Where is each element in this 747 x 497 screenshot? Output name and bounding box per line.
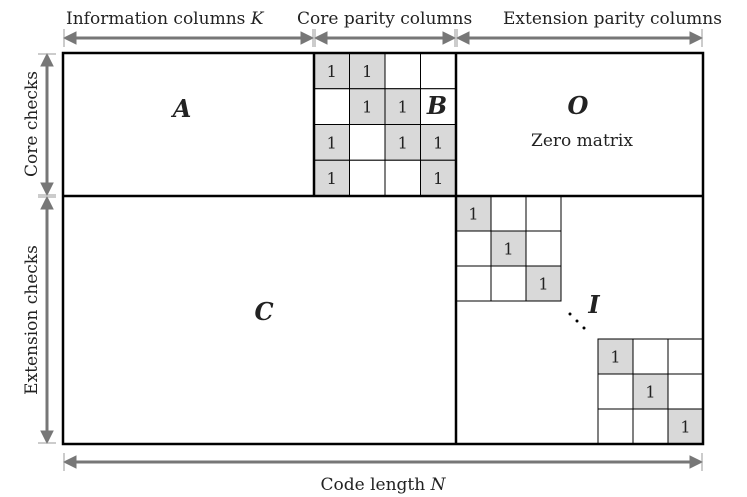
matrix-b-cell bbox=[420, 159, 457, 197]
identity-bottom-cell bbox=[597, 373, 634, 410]
block-i-label: I bbox=[587, 290, 600, 319]
matrix-b-cell bbox=[384, 88, 421, 125]
matrix-b-cell bbox=[349, 159, 386, 197]
label-code-length: Code length N bbox=[321, 475, 447, 495]
matrix-b-cells: 1 1 1 1 1 1 1 1 1 bbox=[313, 52, 457, 197]
ellipsis-dot-1 bbox=[568, 312, 572, 316]
matrix-b-cell-value: 1 bbox=[327, 133, 337, 152]
core-checks-arrow-head-2 bbox=[40, 182, 54, 197]
core-checks-arrow-head-1 bbox=[40, 52, 54, 67]
matrix-outline bbox=[61, 51, 705, 446]
matrix-b-cell bbox=[420, 52, 457, 90]
identity-bottom-cell bbox=[667, 338, 704, 375]
matrix-b-cell-value: 1 bbox=[362, 98, 372, 117]
matrix-b-cell bbox=[313, 124, 350, 161]
core-parity-arrow-head-1 bbox=[313, 31, 328, 45]
matrix-b-cell-value: 1 bbox=[398, 133, 408, 152]
label-extension-parity-columns: Extension parity columns bbox=[503, 9, 722, 29]
matrix-b-cell-value: 1 bbox=[327, 62, 337, 81]
matrix-b-cell-value: 1 bbox=[362, 62, 372, 81]
code-length-arrow-head-1 bbox=[62, 455, 77, 469]
identity-top-cell bbox=[455, 230, 492, 267]
identity-bottom-cell bbox=[597, 408, 634, 445]
extension-checks-arrow-head-1 bbox=[40, 195, 54, 210]
extension-checks-arrow-head-2 bbox=[40, 430, 54, 445]
block-b-label: B bbox=[426, 91, 447, 120]
matrix-b-cell bbox=[349, 124, 386, 161]
zero-matrix-caption: Zero matrix bbox=[531, 131, 633, 151]
info-columns-arrow-head-2 bbox=[300, 31, 315, 45]
identity-bottom-cell-value: 1 bbox=[645, 383, 655, 402]
identity-top-cell bbox=[525, 195, 562, 232]
identity-bottom-cell bbox=[632, 338, 669, 375]
core-parity-arrow-head-2 bbox=[442, 31, 457, 45]
identity-top-cell-value: 1 bbox=[503, 240, 513, 259]
identity-top-cell bbox=[490, 195, 527, 232]
extension-parity-arrow-head-1 bbox=[455, 31, 470, 45]
identity-bottom-cell bbox=[597, 338, 634, 375]
identity-top-cell bbox=[490, 230, 527, 267]
block-a-label: A bbox=[171, 94, 192, 123]
matrix-b-cell bbox=[384, 52, 421, 90]
matrix-b-cell-value: 1 bbox=[398, 98, 408, 117]
identity-top-cell-value: 1 bbox=[468, 205, 478, 224]
label-core-parity-columns: Core parity columns bbox=[297, 9, 472, 29]
identity-bottom-cell bbox=[667, 373, 704, 410]
matrix-b-cell-value: 1 bbox=[433, 133, 443, 152]
identity-bottom-cell bbox=[632, 408, 669, 445]
matrix-b-cell-value: 1 bbox=[327, 169, 337, 188]
identity-bottom-cell bbox=[632, 373, 669, 410]
ellipsis-dot-3 bbox=[582, 326, 586, 330]
block-o-label: O bbox=[568, 91, 589, 120]
matrix-b-cell bbox=[384, 159, 421, 197]
identity-bottom-cell bbox=[667, 408, 704, 445]
label-information-columns: Information columns K bbox=[66, 9, 265, 29]
matrix-b-cell bbox=[420, 88, 457, 125]
ellipsis-dot-2 bbox=[575, 319, 579, 323]
label-extension-checks: Extension checks bbox=[22, 245, 42, 395]
label-core-checks: Core checks bbox=[22, 71, 42, 177]
identity-bottom-cells: 1 1 1 bbox=[597, 338, 704, 445]
identity-top-cell bbox=[525, 230, 562, 267]
identity-top-cell bbox=[455, 265, 492, 302]
identity-bottom-cell-value: 1 bbox=[680, 418, 690, 437]
extension-parity-arrow-head-2 bbox=[689, 31, 704, 45]
block-c-label: C bbox=[254, 297, 273, 326]
matrix-b-cell-value: 1 bbox=[433, 169, 443, 188]
matrix-b-cell bbox=[384, 124, 421, 161]
identity-top-cell bbox=[490, 265, 527, 302]
code-length-arrow-head-2 bbox=[689, 455, 704, 469]
identity-top-cell-value: 1 bbox=[538, 275, 548, 294]
identity-top-cell bbox=[525, 265, 562, 302]
matrix-b-cell bbox=[349, 88, 386, 125]
matrix-b-cell bbox=[420, 124, 457, 161]
identity-bottom-cell-value: 1 bbox=[610, 348, 620, 367]
matrix-b-cell bbox=[313, 88, 350, 125]
info-columns-arrow-head-1 bbox=[62, 31, 77, 45]
identity-top-cells: 1 1 1 bbox=[455, 195, 562, 302]
matrix-b-cell bbox=[313, 159, 350, 197]
top-dimension-arrows bbox=[38, 29, 704, 471]
